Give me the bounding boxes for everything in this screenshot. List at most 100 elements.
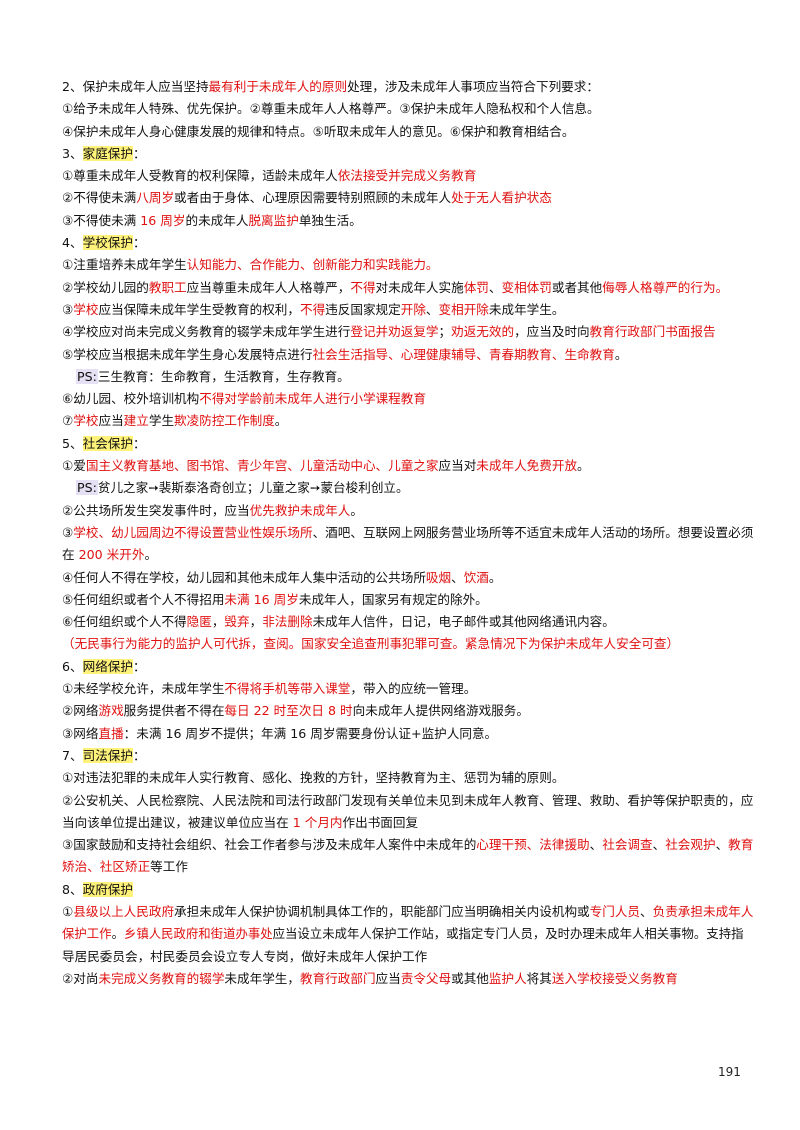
text-line: ⑥任何组织或个人不得隐匿，毁弃，非法删除未成年人信件，日记，电子邮件或其他网络通… [62,611,752,633]
text-run: ，应当及时向 [514,324,590,340]
text-run: 未成年人，国家另有规定的除外。 [298,591,488,607]
text-run: 未成年学生， [224,970,300,986]
text-line: 矫治、社区矫正等工作 [62,856,752,878]
text-run: ③ [62,524,74,540]
emphasis-text: 变相开除 [438,301,489,317]
text-line: ②公共场所发生突发事件时，应当优先救护未成年人。 [62,500,752,522]
text-line: ②学校幼儿园的教职工应当尊重未成年人人格尊严，不得对未成年人实施体罚、变相体罚或… [62,277,752,299]
text-run: ④任何人不得在学校，幼儿园和其他未成年人集中活动的公共场所 [62,569,426,585]
text-run: ②学校幼儿园的 [62,279,149,295]
text-run: ①爱 [62,458,86,474]
text-run: ①对违法犯罪的未成年人实行教育、感化、挽救的方针，坚持教育为主、惩罚为辅的原则。 [62,770,565,786]
text-run: 。 [144,547,158,563]
text-run: ⑥幼儿园、校外培训机构 [62,391,200,407]
text-line: 2、保护未成年人应当坚持最有利于未成年人的原则处理，涉及未成年人事项应当符合下列… [62,76,752,98]
emphasis-text: 县级以上人民政府 [73,903,175,919]
text-run: 3、 [62,145,83,161]
text-run: ： [132,658,146,674]
text-line: 5、社会保护： [62,433,752,455]
text-run: 、 [589,837,603,853]
text-line: 保护工作。乡镇人民政府和街道办事处应当设立未成年人保护工作站，或指定专门人员，及… [62,923,752,945]
text-line: ①爱国主义教育基地、图书馆、青少年宫、儿童活动中心、儿童之家应当对未成年人免费开… [62,455,752,477]
emphasis-text: 体罚 [463,279,489,295]
text-line: ③不得使未满 16 周岁的未成年人脱离监护单独生活。 [62,210,752,232]
emphasis-text: 保护工作 [62,926,112,942]
text-run: 学生 [148,413,175,429]
text-run: ④保护未成年人身心健康发展的规律和特点。⑤听取未成年人的意见。⑥保护和教育相结合… [62,123,575,139]
emphasis-text: 非法删除 [262,614,313,630]
emphasis-text: 乡镇人民政府和街道办事处 [123,926,273,942]
text-run: 对未成年人实施 [375,279,464,295]
text-line: PS:贫儿之家➙裴斯泰洛奇创立；儿童之家➙蒙台梭利创立。 [62,477,752,499]
text-run: 未成年学生。 [488,301,565,317]
text-line: ⑦学校应当建立学生欺凌防控工作制度。 [62,410,752,432]
text-run: 应当设立未成年人保护工作站，或指定专门人员，及时办理未成年人相关事物。支持指 [272,926,744,942]
emphasis-text: 社会观护 [665,837,716,853]
emphasis-text: 吸烟 [425,569,452,585]
section-heading-highlight: 司法保护 [82,747,133,763]
emphasis-text: 未完成义务教育的辍学 [98,970,225,986]
emphasis-text: 八周岁 [136,190,175,206]
text-run: 应当 [375,970,401,986]
text-run: ： [132,747,146,763]
text-run: ②公安机关、人民检察院、人民法院和司法行政部门发现有关单位未见到未成年人教育、管… [62,792,754,808]
text-line: ④任何人不得在学校，幼儿园和其他未成年人集中活动的公共场所吸烟、饮酒。 [62,567,752,589]
emphasis-text: 16 周岁 [140,212,186,228]
emphasis-text: 责令父母 [400,970,452,986]
emphasis-text: 负责承担未成年人 [652,903,754,919]
emphasis-text: 学校 [73,301,99,317]
emphasis-text: 不得 [350,279,376,295]
text-run: ：未满 16 周岁不提供；年满 16 周岁需要身份认证+监护人同意。 [123,725,498,741]
text-run: ① [62,903,74,919]
text-run: 违反国家规定 [325,301,401,317]
text-line: ⑤学校应当根据未成年学生身心发展特点进行社会生活指导、心理健康辅导、青春期教育、… [62,344,752,366]
text-line: PS:三生教育：生命教育，生活教育，生存教育。 [62,366,752,388]
text-run: ⑤任何组织或者个人不得招用 [62,591,225,607]
emphasis-text: 直播 [98,725,124,741]
text-run: ： [132,145,146,161]
text-run: 的未成年人 [185,212,249,228]
text-run: 或其他 [451,970,489,986]
text-run: ①给予未成年人特殊、优先保护。②尊重未成年人人格尊严。③保护未成年人隐私权和个人… [62,101,600,117]
text-run: 服务提供者不得在 [123,703,225,719]
emphasis-text: 劝返无效的 [451,324,515,340]
text-line: 4、学校保护： [62,232,752,254]
text-run: 当向该单位提出建议，被建议单位应当在 [62,814,293,830]
emphasis-text: 1 个月内 [292,814,343,830]
text-line: ②不得使未满八周岁或者由于身体、心理原因需要特别照顾的未成年人处于无人看护状态 [62,187,752,209]
emphasis-text: 监护人 [488,970,527,986]
text-run: ③不得使未满 [62,212,141,228]
text-run: 、 [425,301,439,317]
text-run: 贫儿之家➙裴斯泰洛奇创立；儿童之家➙蒙台梭利创立。 [97,480,409,496]
emphasis-text: 不得对学龄前未成年人进行小学课程教育 [199,391,426,407]
emphasis-text: 教育行政部门书面报告 [589,324,716,340]
emphasis-text: 饮酒 [463,569,489,585]
text-line: ③网络直播：未满 16 周岁不提供；年满 16 周岁需要身份认证+监护人同意。 [62,723,752,745]
text-run: 5、 [62,435,83,451]
section-heading-highlight: 网络保护 [82,658,133,674]
text-run: ③ [62,301,74,317]
text-line: ①未经学校允许，未成年学生不得将手机等带入课堂，带入的应统一管理。 [62,678,752,700]
emphasis-text: 专门人员 [589,903,641,919]
text-run: 应当对 [438,458,477,474]
text-run: 应当保障未成年学生受教育的权利， [98,301,300,317]
emphasis-text: 国主义教育基地、图书馆、青少年宫、儿童活动中心、儿童之家 [85,458,439,474]
text-run: ③网络 [62,725,99,741]
emphasis-text: 不得 [299,301,326,317]
text-run: 或者其他 [551,279,603,295]
text-run: 应当尊重未成年人人格尊严， [186,279,351,295]
emphasis-text: 未成年人免费开放 [476,458,578,474]
text-run: 。 [488,569,502,585]
text-run: ： [132,235,146,251]
text-line: 6、网络保护： [62,656,752,678]
text-line: ④保护未成年人身心健康发展的规律和特点。⑤听取未成年人的意见。⑥保护和教育相结合… [62,121,752,143]
text-line: 在 200 米开外。 [62,544,752,566]
text-run: 。 [111,926,124,942]
emphasis-text: 教育行政部门 [299,970,376,986]
text-run: ⑤学校应当根据未成年学生身心发展特点进行 [62,346,313,362]
text-run: 、酒吧、互联网上网服务营业场所等不适宜未成年人活动的场所。想要设置必须 [312,524,754,540]
text-line: （无民事行为能力的监护人可代拆，查阅。国家安全追查刑事犯罪可查。紧急情况下为保护… [62,633,752,655]
text-run: 在 [62,547,79,563]
text-line: ⑤任何组织或者个人不得招用未满 16 周岁未成年人，国家另有规定的除外。 [62,589,752,611]
